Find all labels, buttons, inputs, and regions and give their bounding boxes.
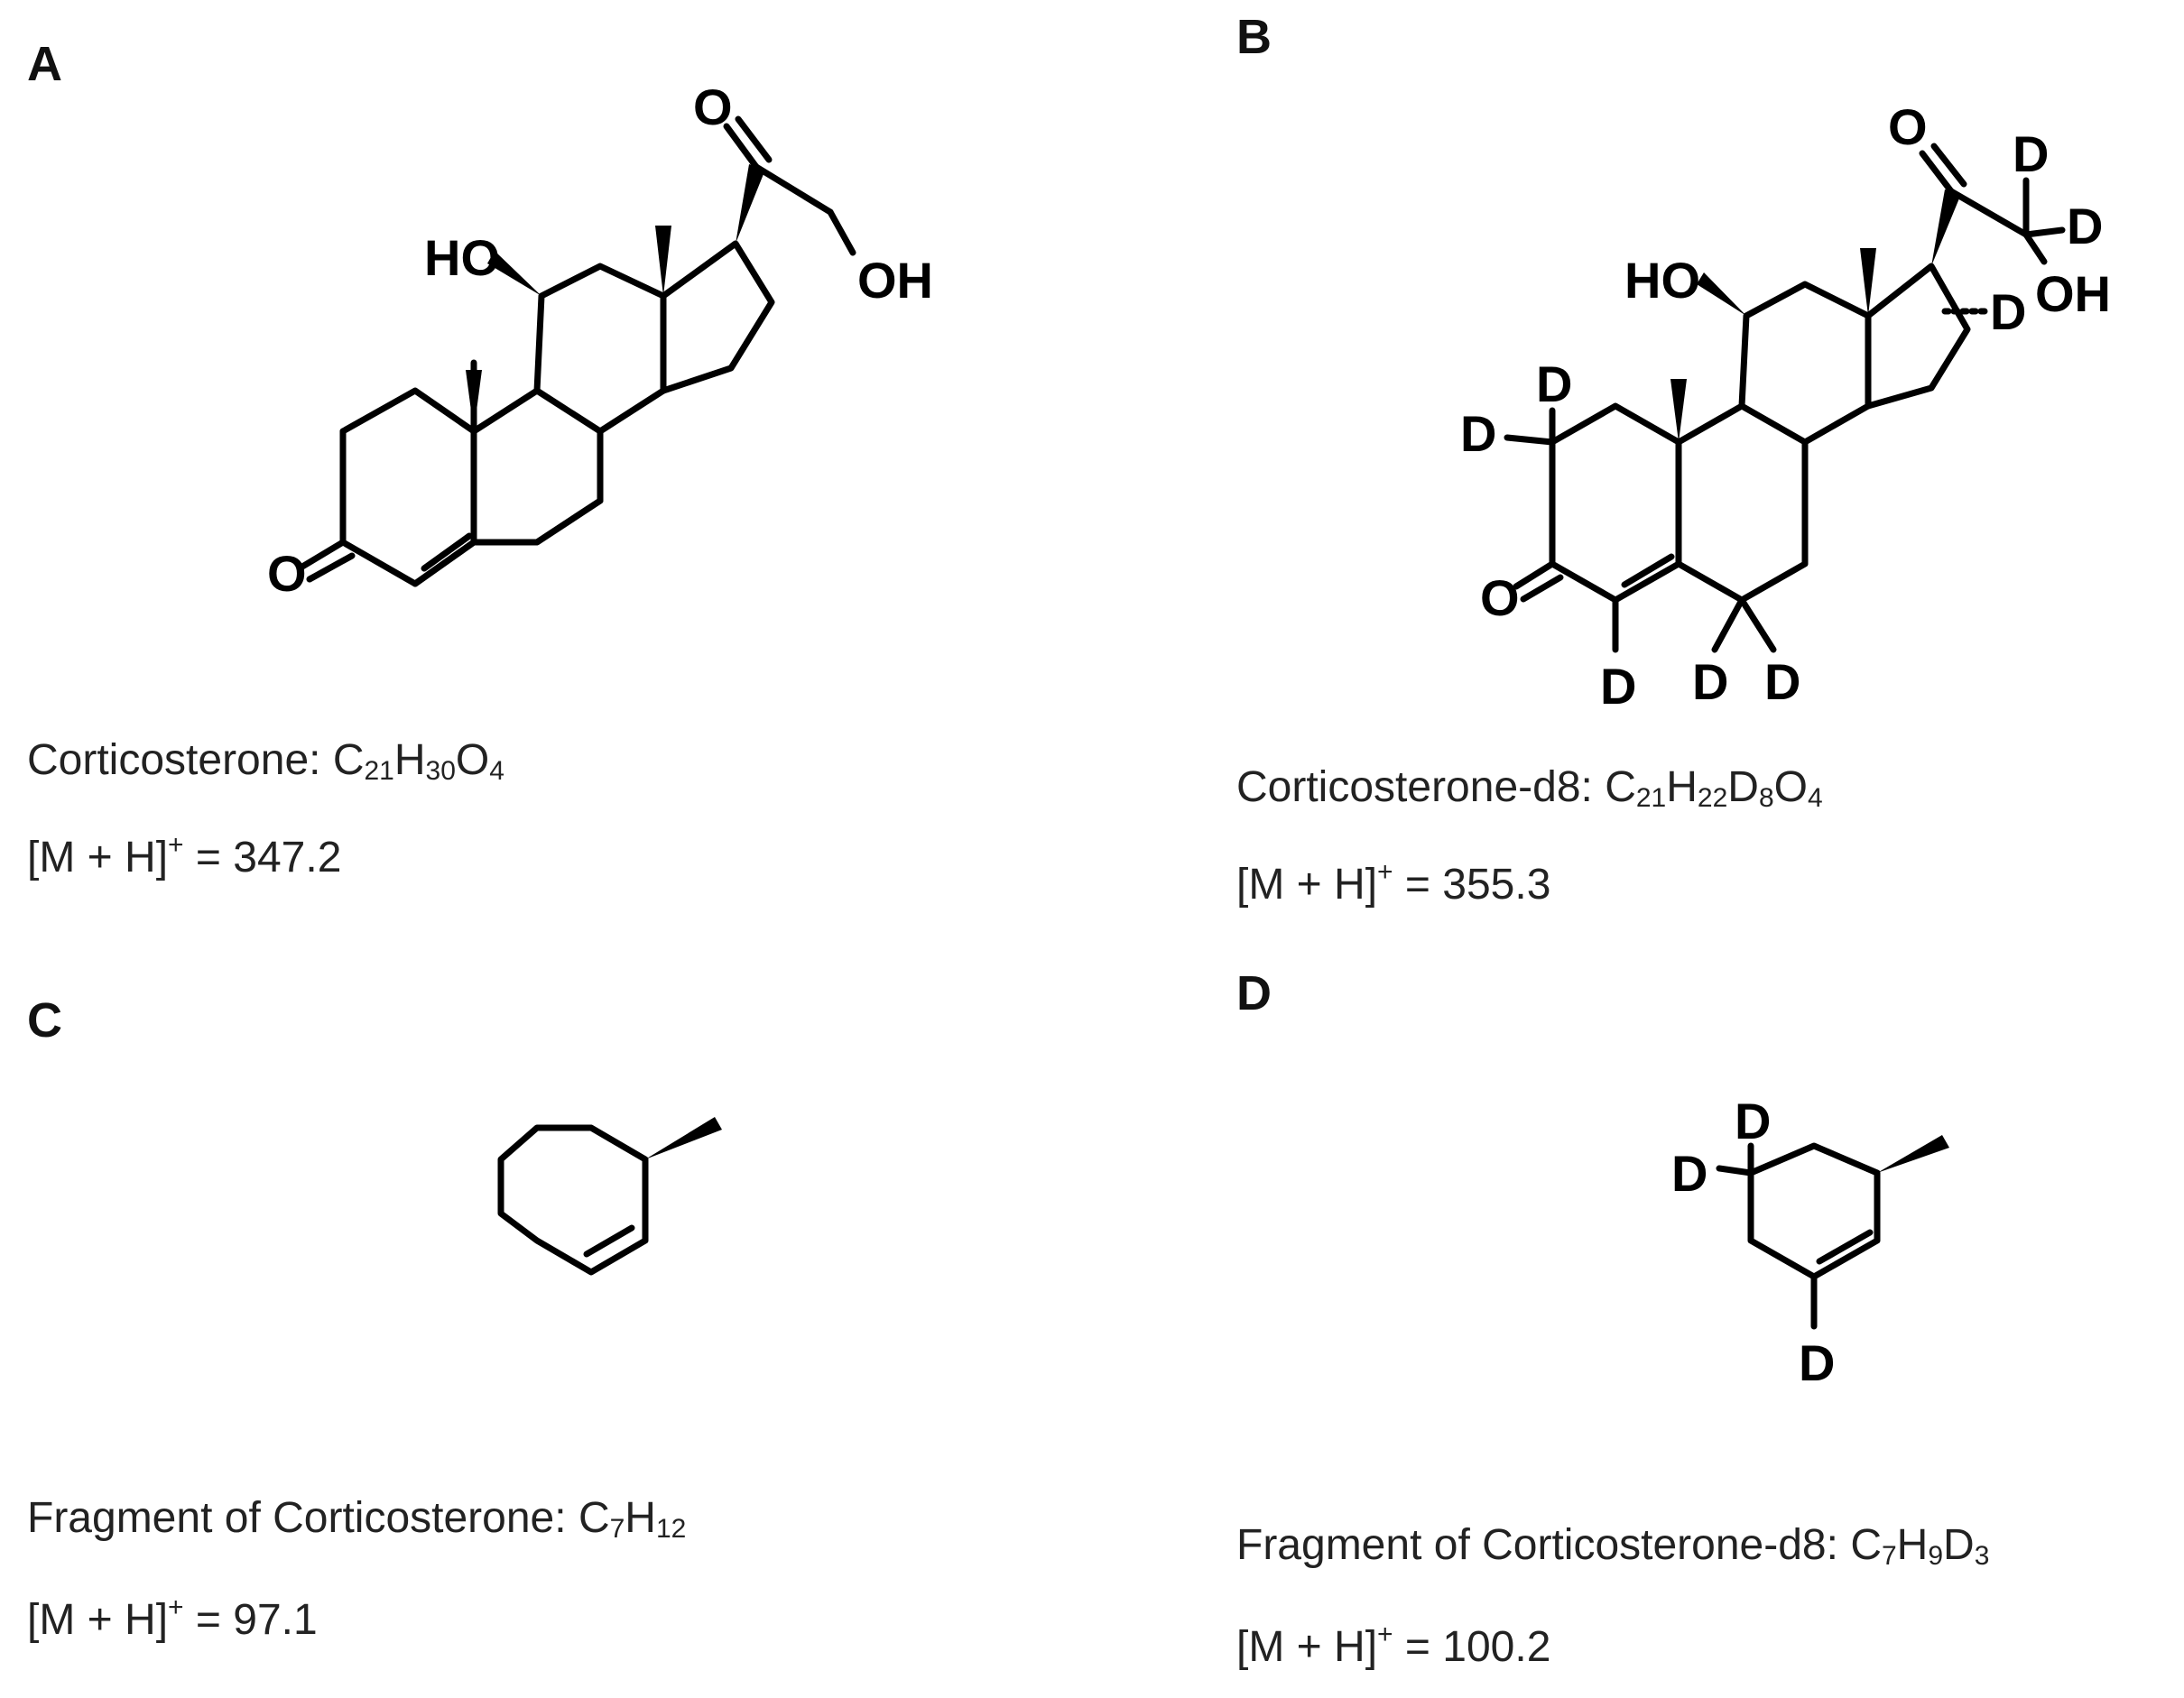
bond <box>1738 281 1872 446</box>
bond <box>660 240 775 394</box>
bond <box>753 163 834 216</box>
hydroxyl-group: OH <box>2035 265 2111 322</box>
double-bond <box>1621 553 1675 588</box>
formula-caption-c: Fragment of Corticosterone: C7H12 <box>27 1493 686 1545</box>
deuterium-atom: D <box>2013 125 2049 182</box>
bond <box>827 208 856 256</box>
bond <box>1716 1165 1754 1177</box>
panel-letter-a: A <box>27 37 62 91</box>
molecular-formula: C21H30O4 <box>332 736 504 786</box>
formula-caption-a: Corticosterone: C21H30O4 <box>27 735 504 787</box>
wedge-bond <box>645 1117 722 1159</box>
fragment-structure <box>497 1117 722 1276</box>
compound-name: Fragment of Corticosterone: <box>27 1494 567 1542</box>
bond <box>533 263 667 435</box>
deuterium-atom: D <box>1990 283 2026 340</box>
bond <box>1549 402 1682 604</box>
bond <box>412 539 477 587</box>
wedge-bond <box>1860 248 1876 316</box>
panel-c: C Fragment of Corticosterone: C7H12 [M +… <box>0 956 1092 1698</box>
corticosterone-structure: O HO O OH <box>267 78 933 602</box>
bond <box>497 1124 649 1276</box>
corticosterone-d8-structure: O HO O D D OH D D D D D <box>1460 98 2111 715</box>
wedge-bond <box>1877 1135 1949 1173</box>
deuterium-atom: D <box>1764 653 1800 710</box>
ion-mass-caption-d: [M + H]+ = 100.2 <box>1236 1620 1551 1671</box>
double-bond <box>583 1224 635 1258</box>
panel-b: B O HO O D D OH D D <box>1209 0 2184 938</box>
compound-name: Corticosterone-d8: <box>1236 763 1593 811</box>
hydroxyl-group: OH <box>857 252 933 309</box>
formula-caption-d: Fragment of Corticosterone-d8: C7H9D3 <box>1236 1520 1989 1572</box>
bond <box>470 387 604 546</box>
oxygen-atom: O <box>693 78 733 135</box>
deuterium-atom: D <box>1735 1093 1771 1149</box>
ion-mass-caption-c: [M + H]+ = 97.1 <box>27 1592 318 1644</box>
compound-name: Fragment of Corticosterone-d8: <box>1236 1521 1838 1569</box>
ion-mass-caption-b: [M + H]+ = 355.3 <box>1236 857 1551 909</box>
bond <box>1948 188 2030 238</box>
bond <box>1711 596 1745 653</box>
bond <box>339 387 477 546</box>
bond <box>2022 231 2048 265</box>
panel-letter-b: B <box>1236 10 1272 64</box>
deuterium-atom: D <box>1671 1145 1707 1202</box>
formula-caption-b: Corticosterone-d8: C21H22D8O4 <box>1236 762 1823 814</box>
bond <box>1738 596 1777 653</box>
wedge-bond <box>1670 379 1687 442</box>
deuterium-atom: D <box>2067 198 2103 254</box>
bond <box>1675 402 1809 604</box>
bond <box>2022 226 2066 238</box>
wedge-bond <box>736 164 765 244</box>
ion-mass-caption-a: [M + H]+ = 347.2 <box>27 830 342 881</box>
hydroxyl-group: HO <box>1624 252 1700 309</box>
fragment-d8-structure: D D D <box>1671 1093 1949 1391</box>
oxygen-atom: O <box>1888 98 1928 155</box>
bond <box>533 497 604 546</box>
wedge-bond <box>1931 189 1961 266</box>
bond <box>1513 560 1556 590</box>
bond <box>735 115 773 163</box>
bond <box>299 539 347 570</box>
bond <box>1930 143 1967 188</box>
deuterium-atom: D <box>1536 355 1572 412</box>
molecular-formula: C7H9D3 <box>1850 1521 1990 1571</box>
wedge-bond <box>1697 272 1746 316</box>
wedge-bond <box>655 226 671 296</box>
deuterium-atom: D <box>1460 405 1496 462</box>
panel-letter-c: C <box>27 993 62 1047</box>
deuterium-atom: D <box>1799 1334 1835 1391</box>
panel-letter-d: D <box>1236 966 1272 1020</box>
bond <box>339 428 477 587</box>
molecular-formula: C21H22D8O4 <box>1605 763 1823 813</box>
bond <box>1747 1142 1881 1280</box>
bond <box>1504 434 1556 446</box>
panel-d: D D D D Fragment of Corticosterone-d8: C… <box>1209 956 2184 1698</box>
double-bond <box>421 532 473 572</box>
bond <box>723 123 760 171</box>
wedge-bond <box>487 251 541 296</box>
oxygen-atom: O <box>1480 569 1520 626</box>
wedge-bond <box>466 370 482 431</box>
bond <box>1520 574 1564 603</box>
deuterium-atom: D <box>1600 658 1636 715</box>
compound-name: Corticosterone: <box>27 736 321 784</box>
hydroxyl-group: HO <box>424 229 500 286</box>
bond <box>1865 263 1971 410</box>
bond <box>306 552 356 583</box>
panel-a: A O HO O OH Corticosterone: C2 <box>0 0 1092 938</box>
double-bond <box>1816 1229 1874 1265</box>
oxygen-atom: O <box>267 545 307 602</box>
molecular-formula: C7H12 <box>578 1494 687 1544</box>
bond <box>1919 150 1955 195</box>
deuterium-atom: D <box>1692 653 1728 710</box>
